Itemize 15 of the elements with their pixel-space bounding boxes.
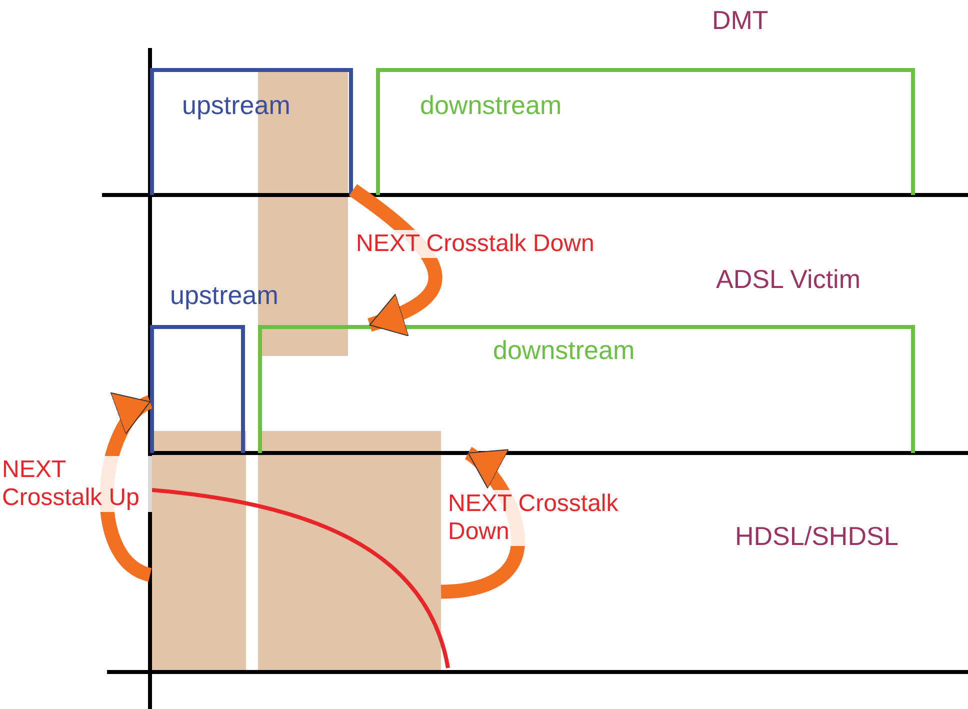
band-label: upstream — [182, 90, 290, 120]
curved-arrow — [348, 184, 442, 336]
band-label: upstream — [170, 280, 278, 310]
edge-label: NEXT Crosstalk Up — [2, 456, 152, 512]
shaded-region — [150, 431, 246, 671]
edge-label: NEXT Crosstalk Down — [356, 230, 594, 258]
band-label: downstream — [493, 335, 635, 365]
shaded-region — [258, 431, 441, 671]
downstream-band — [258, 325, 915, 453]
line-type-label: HDSL/SHDSL — [735, 521, 898, 551]
upstream-band — [150, 68, 353, 195]
downstream-band — [376, 68, 915, 195]
line-type-label: DMT — [712, 5, 768, 35]
line-type-label: ADSL Victim — [716, 264, 860, 294]
band-label: downstream — [420, 90, 562, 120]
